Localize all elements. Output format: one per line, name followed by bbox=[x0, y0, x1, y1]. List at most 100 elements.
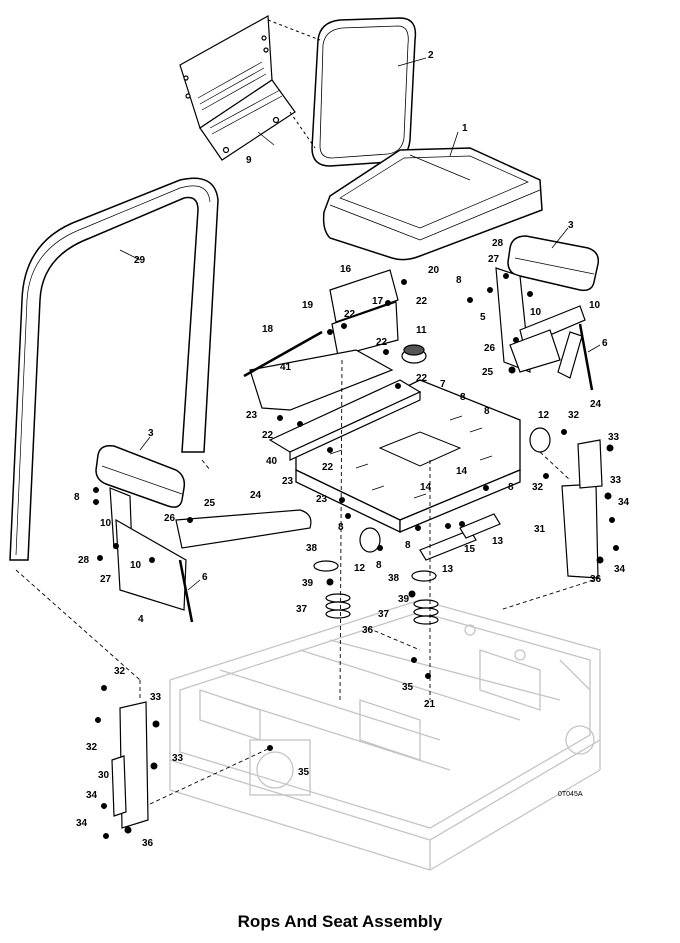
callout-4: 4 bbox=[138, 614, 144, 625]
callout-39-b: 39 bbox=[398, 594, 410, 605]
callout-8-h: 8 bbox=[508, 482, 514, 493]
callout-19: 19 bbox=[302, 300, 314, 311]
callout-14-b: 14 bbox=[420, 482, 432, 493]
seat-slide-rail bbox=[268, 379, 422, 461]
callout-33-b: 33 bbox=[610, 475, 622, 486]
callout-8-e: 8 bbox=[338, 522, 344, 533]
callout-8-b: 8 bbox=[460, 392, 466, 403]
armrest-left bbox=[95, 444, 186, 508]
callout-16: 16 bbox=[340, 264, 352, 275]
callout-34-d: 34 bbox=[76, 818, 88, 829]
callout-14-a: 14 bbox=[456, 466, 468, 477]
callout-36-c: 36 bbox=[142, 838, 154, 849]
isolator-mounts bbox=[359, 427, 551, 553]
callout-27-left: 27 bbox=[100, 574, 112, 585]
drawing-id: 0T045A bbox=[558, 791, 583, 798]
callout-10-d: 10 bbox=[130, 560, 142, 571]
left-arm-bracket bbox=[109, 487, 312, 623]
left-rops-mount bbox=[111, 701, 149, 829]
seat-back-leader-lines bbox=[267, 19, 321, 149]
fasteners bbox=[93, 273, 619, 839]
callout-25-right: 25 bbox=[482, 367, 494, 378]
callout-8-f: 8 bbox=[376, 560, 382, 571]
callout-37-a: 37 bbox=[296, 604, 308, 615]
callout-22-f: 22 bbox=[322, 462, 334, 473]
callout-39-a: 39 bbox=[302, 578, 314, 589]
callout-3-left: 3 bbox=[148, 428, 154, 439]
seat-switch-bracket bbox=[329, 269, 399, 357]
callout-36-a: 36 bbox=[590, 574, 602, 585]
rod bbox=[243, 330, 323, 378]
callout-35-b: 35 bbox=[298, 767, 310, 778]
diagram-caption: Rops And Seat Assembly bbox=[237, 912, 443, 931]
callout-8-d: 8 bbox=[74, 492, 80, 503]
callout-8-g: 8 bbox=[405, 540, 411, 551]
callout-labels: 1 2 3 3 4 5 6 6 7 8 8 8 8 8 8 8 8 9 10 1… bbox=[74, 50, 630, 849]
callout-40: 40 bbox=[266, 456, 278, 467]
callout-13-b: 13 bbox=[442, 564, 454, 575]
mower-frame bbox=[169, 599, 601, 871]
callout-7: 7 bbox=[440, 379, 446, 390]
suspension-springs bbox=[313, 560, 439, 625]
callout-17: 17 bbox=[372, 296, 384, 307]
callout-34-c: 34 bbox=[86, 790, 98, 801]
callout-24-right: 24 bbox=[590, 399, 602, 410]
seat-pan-cover bbox=[249, 349, 394, 411]
callout-23-b: 23 bbox=[282, 476, 294, 487]
callout-11: 11 bbox=[416, 325, 427, 336]
callout-15: 15 bbox=[464, 544, 476, 555]
callout-22-b: 22 bbox=[344, 309, 356, 320]
callout-31: 31 bbox=[534, 524, 546, 535]
callout-22-d: 22 bbox=[416, 373, 428, 384]
callout-22-a: 22 bbox=[416, 296, 428, 307]
callout-34-a: 34 bbox=[618, 497, 630, 508]
callout-37-b: 37 bbox=[378, 609, 390, 620]
callout-36-b: 36 bbox=[362, 625, 374, 636]
callout-13-a: 13 bbox=[492, 536, 504, 547]
right-arm-bracket bbox=[495, 267, 594, 391]
seat-back bbox=[311, 17, 417, 167]
callout-32-c: 32 bbox=[114, 666, 126, 677]
callout-32-b: 32 bbox=[532, 482, 544, 493]
callout-10-b: 10 bbox=[530, 307, 542, 318]
rops-hoop bbox=[9, 177, 219, 561]
callout-21: 21 bbox=[424, 699, 436, 710]
callout-38-b: 38 bbox=[388, 573, 400, 584]
callout-23-a: 23 bbox=[246, 410, 258, 421]
callout-29: 29 bbox=[134, 255, 146, 266]
callout-23-c: 23 bbox=[316, 494, 328, 505]
callout-6-right: 6 bbox=[602, 338, 608, 349]
right-rops-mount bbox=[561, 439, 603, 579]
callout-28-right: 28 bbox=[492, 238, 504, 249]
callout-32-d: 32 bbox=[86, 742, 98, 753]
callout-22-e: 22 bbox=[262, 430, 274, 441]
callout-3-right: 3 bbox=[568, 220, 574, 231]
seat-cushion bbox=[322, 147, 543, 261]
callout-30: 30 bbox=[98, 770, 110, 781]
callout-10-c: 10 bbox=[100, 518, 112, 529]
callout-1: 1 bbox=[462, 123, 468, 134]
callout-8-c: 8 bbox=[484, 406, 490, 417]
callout-6-left: 6 bbox=[202, 572, 208, 583]
callout-32-a: 32 bbox=[568, 410, 580, 421]
callout-5: 5 bbox=[480, 312, 486, 323]
callout-27-right: 27 bbox=[488, 254, 500, 265]
callout-8-a: 8 bbox=[456, 275, 462, 286]
callout-34-b: 34 bbox=[614, 564, 626, 575]
callout-18: 18 bbox=[262, 324, 274, 335]
callout-33-c: 33 bbox=[150, 692, 162, 703]
callout-38-a: 38 bbox=[306, 543, 318, 554]
assembly-leader-lines bbox=[15, 359, 601, 805]
callout-25-left: 25 bbox=[204, 498, 216, 509]
armrest-right bbox=[507, 235, 600, 292]
seat-back-bracket bbox=[179, 15, 296, 161]
slide-tubes bbox=[419, 513, 501, 561]
callout-26-left: 26 bbox=[164, 513, 176, 524]
callout-2: 2 bbox=[428, 50, 434, 61]
callout-leaders bbox=[119, 57, 601, 591]
callout-22-c: 22 bbox=[376, 337, 388, 348]
callout-20: 20 bbox=[428, 265, 440, 276]
callout-24-left: 24 bbox=[250, 490, 262, 501]
